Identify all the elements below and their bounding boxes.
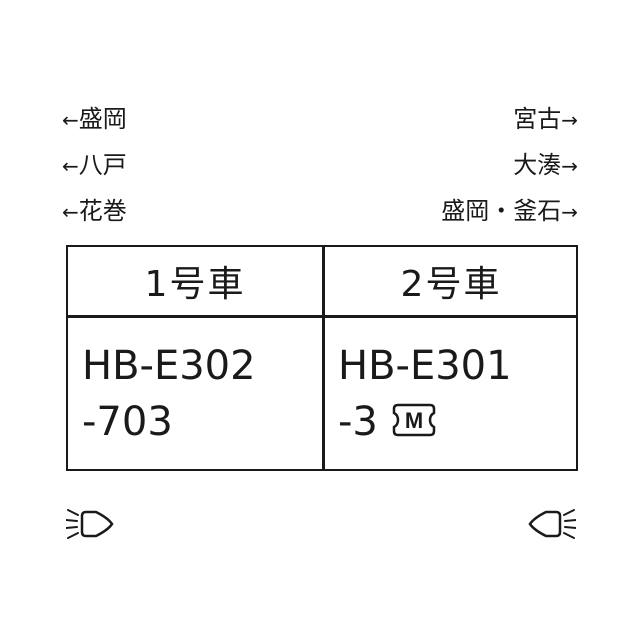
car-1-header: 1号車 xyxy=(144,264,246,305)
car-2-number-line2-wrap: -3 M xyxy=(338,394,578,450)
row-divider xyxy=(68,315,576,318)
destinations-right: 宮古→ 大湊→ 盛岡・釜石→ xyxy=(441,96,578,234)
arrow-right-icon: → xyxy=(561,200,578,224)
car-2-number: HB-E301 -3 M xyxy=(324,318,578,468)
destinations-left: ←盛岡 ←八戸 ←花巻 xyxy=(62,96,127,234)
arrow-right-icon: → xyxy=(561,108,578,132)
car-2-header: 2号車 xyxy=(400,264,502,305)
car-2-number-line1: HB-E301 xyxy=(338,343,512,389)
destination-right-2: 大湊→ xyxy=(441,142,578,188)
motor-car-icon: M xyxy=(392,403,436,437)
destination-label: 盛岡 xyxy=(78,105,127,133)
headlight-icon xyxy=(65,496,116,552)
car-1-number: HB-E302 -703 xyxy=(68,318,322,468)
car-2-number-line2: -3 xyxy=(338,399,378,445)
destination-label: 盛岡・釜石 xyxy=(441,197,562,225)
motor-label: M xyxy=(405,408,423,433)
destination-left-3: ←花巻 xyxy=(62,188,127,234)
destination-left-2: ←八戸 xyxy=(62,142,127,188)
destination-label: 宮古 xyxy=(513,105,562,133)
destination-left-1: ←盛岡 xyxy=(62,96,127,142)
car-formation-table: 1号車 2号車 HB-E302 -703 HB-E301 -3 M xyxy=(66,245,578,471)
car-1-number-line2: -703 xyxy=(82,399,173,445)
destination-label: 大湊 xyxy=(513,151,562,179)
arrow-right-icon: → xyxy=(561,154,578,178)
car-1-number-line1: HB-E302 xyxy=(82,343,256,389)
destination-right-3: 盛岡・釜石→ xyxy=(441,188,578,234)
arrow-left-icon: ← xyxy=(62,200,79,224)
destination-label: 花巻 xyxy=(78,197,127,225)
arrow-left-icon: ← xyxy=(62,154,79,178)
headlight-icon xyxy=(526,496,577,552)
destination-right-1: 宮古→ xyxy=(441,96,578,142)
destination-label: 八戸 xyxy=(78,151,127,179)
column-divider xyxy=(322,247,325,469)
arrow-left-icon: ← xyxy=(62,108,79,132)
